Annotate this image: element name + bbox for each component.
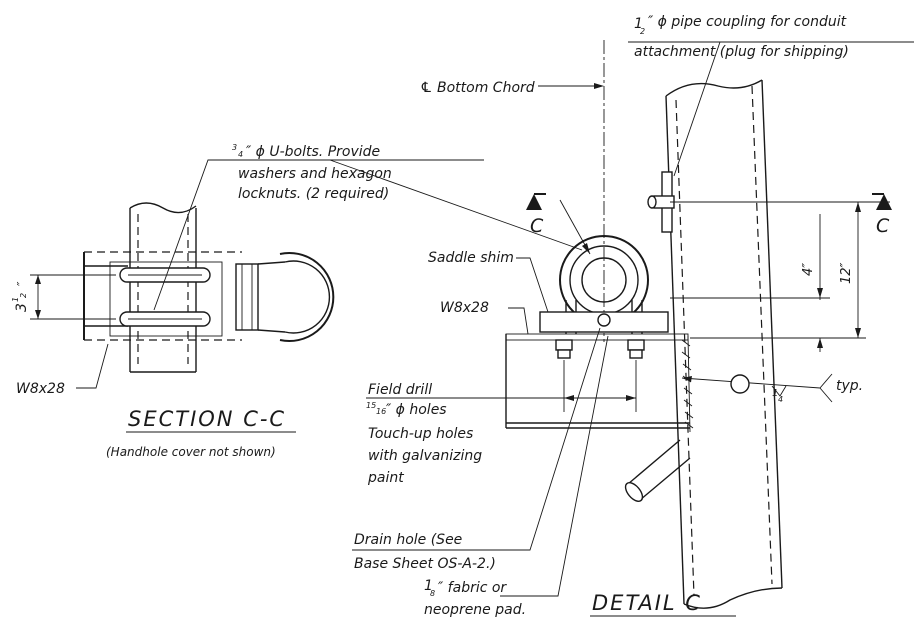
weld-size-num: 1: [772, 388, 778, 399]
spacing-dim-fraction-num: 1: [11, 297, 20, 302]
pad-line2: neoprene pad.: [424, 602, 526, 618]
pipe-note-num: 1: [634, 16, 643, 32]
field-drill-line1: Field drill: [368, 382, 432, 398]
section-member-label: W8x28: [16, 381, 65, 397]
detail-member-label: W8x28: [440, 300, 489, 316]
section-title: SECTION C-C: [128, 407, 286, 431]
field-drill-line4: with galvanizing: [368, 448, 482, 464]
detail-c-view: [352, 40, 914, 609]
dim-12-in: 12″: [839, 262, 854, 284]
bottom-chord-label: ℄ Bottom Chord: [420, 80, 535, 96]
weld-size-den: 4: [778, 395, 783, 404]
saddle-shim-label: Saddle shim: [428, 250, 514, 266]
pad-line1: ″ fabric or: [438, 580, 507, 596]
cut-letter-left: C: [530, 215, 544, 237]
ubolt-note-den: 4: [238, 150, 243, 159]
detail-title: DETAIL C: [592, 591, 702, 615]
drain-line2: Base Sheet OS-A-2.): [354, 556, 496, 572]
spacing-dim-fraction-den: 2: [19, 293, 28, 298]
pad-num: 1: [424, 578, 433, 594]
ubolt-leaders: [153, 159, 591, 311]
weld-typ-label: typ.: [836, 378, 863, 394]
section-c-c-view: [30, 202, 335, 389]
section-subtitle: (Handhole cover not shown): [106, 445, 276, 459]
field-drill-den: 16: [376, 407, 386, 416]
dim-4-in: 4″: [801, 263, 816, 276]
pad-den: 8: [430, 589, 435, 598]
cut-letter-right: C: [876, 215, 890, 237]
field-drill-num: 15: [366, 401, 376, 410]
pipe-note-line2: attachment (plug for shipping): [634, 44, 849, 60]
spacing-dim-whole: 3: [14, 303, 30, 312]
spacing-dim-unit: ″: [15, 281, 29, 286]
ubolt-note-line3: locknuts. (2 required): [238, 186, 389, 202]
field-drill-line5: paint: [367, 470, 404, 486]
ubolt-note-line2: washers and hexagon: [238, 166, 392, 182]
ubolt-note-num: 3: [232, 143, 237, 152]
drain-line1: Drain hole (See: [354, 532, 462, 548]
pipe-note-den: 2: [640, 27, 645, 36]
pipe-note-line1: ″ ϕ pipe coupling for conduit: [648, 14, 847, 30]
field-drill-line2: ″ ϕ holes: [386, 402, 447, 418]
ubolt-note-line1: ″ ϕ U-bolts. Provide: [246, 144, 380, 160]
field-drill-line3: Touch-up holes: [368, 426, 473, 442]
